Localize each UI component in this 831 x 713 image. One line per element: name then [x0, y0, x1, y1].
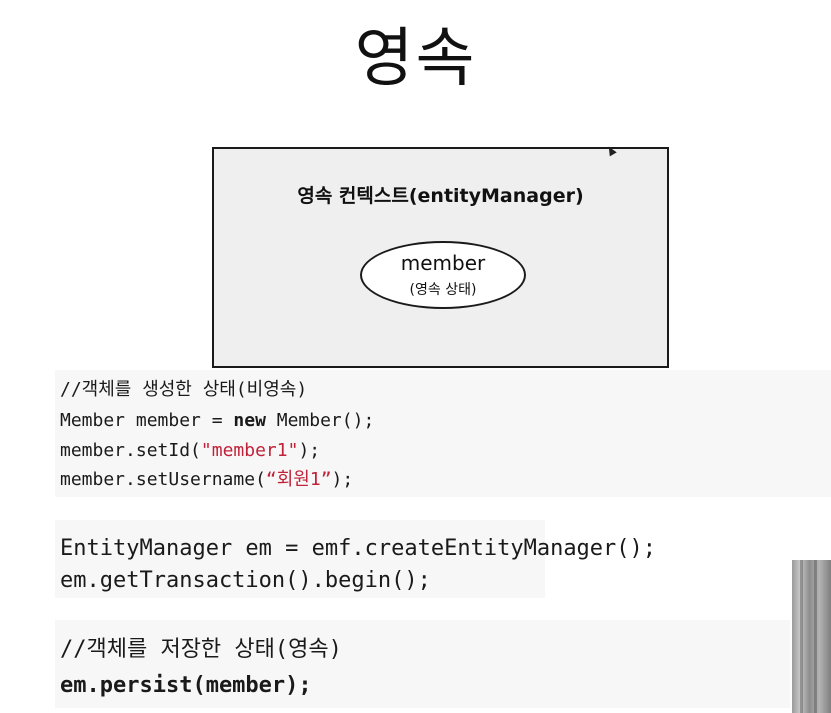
code-block-transaction [55, 520, 545, 598]
member-entity-name: member [400, 251, 486, 275]
code-text: Member(); [265, 410, 375, 431]
code-string-literal: "member1" [200, 440, 299, 461]
persistence-context-box: 영속 컨텍스트(entityManager) member (영속 상태) [212, 147, 669, 368]
code-line-set-username: member.setUsername(“회원1”); [60, 466, 353, 494]
code-line-new-member: Member member = new Member(); [60, 407, 374, 435]
code-text: member.setUsername( [60, 469, 266, 490]
member-entity-state: (영속 상태) [409, 282, 477, 298]
code-keyword-new: new [233, 410, 266, 431]
code-line-begin-transaction: em.getTransaction().begin(); [60, 568, 431, 593]
code-block-create [55, 370, 831, 497]
code-line-persist: em.persist(member); [60, 673, 312, 698]
code-text: ); [331, 469, 354, 490]
code-text: Member member = [60, 410, 234, 431]
code-line-entity-manager: EntityManager em = emf.createEntityManag… [60, 536, 657, 561]
code-text: ); [298, 440, 321, 461]
code-comment-save: //객체를 저장한 상태(영속) [60, 637, 342, 662]
code-line-set-id: member.setId("member1"); [60, 437, 320, 465]
code-comment-create: //객체를 생성한 상태(비영속) [60, 379, 308, 400]
code-string-literal: “회원1” [265, 469, 332, 490]
code-text: member.setId( [60, 440, 201, 461]
member-entity-ellipse: member (영속 상태) [360, 241, 526, 309]
code-block-persist [55, 620, 790, 708]
photo-stripe [814, 560, 817, 713]
side-photo-fragment [792, 560, 831, 713]
persistence-context-label: 영속 컨텍스트(entityManager) [297, 185, 584, 207]
slide-title: 영속 [354, 22, 477, 96]
photo-stripe [800, 560, 803, 713]
